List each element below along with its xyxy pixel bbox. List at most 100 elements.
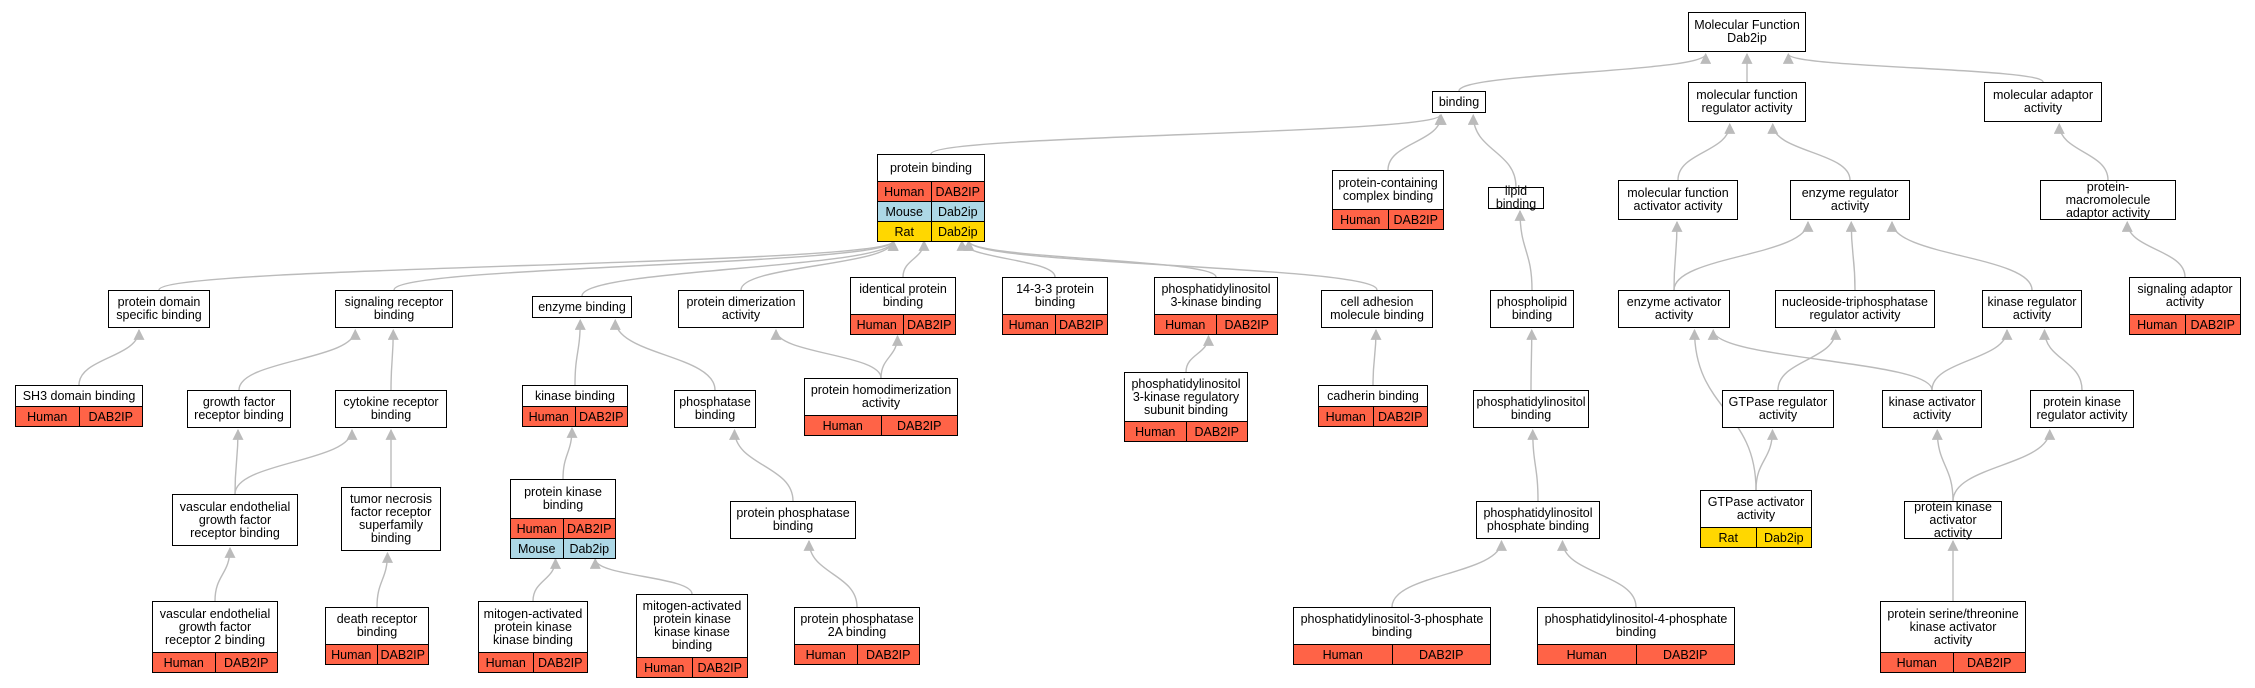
gene-label: DAB2IP <box>1952 653 2026 672</box>
organism-label: Human <box>1322 647 1363 662</box>
edge-cadbind-to-cadh <box>1370 328 1382 386</box>
edge-enzbind-to-protbind <box>581 239 899 297</box>
go-term-pipbind: phosphatidylinositol phosphate binding <box>1476 501 1600 539</box>
go-term-label: enzyme binding <box>538 299 626 314</box>
edge-mfact-to-mfreg <box>1677 122 1736 181</box>
go-term-pi3p: phosphatidylinositol-3-phosphate binding… <box>1293 607 1491 665</box>
go-term-label: identical protein binding <box>859 282 947 309</box>
gene-label: Dab2ip <box>562 539 616 558</box>
edge-dimer-to-protbind <box>740 239 899 291</box>
organism-label: Human <box>1340 212 1381 227</box>
organism-label: Human <box>331 647 372 662</box>
organism-label: Human <box>822 418 863 433</box>
edge-kinact-to-kinreg <box>1931 328 2013 391</box>
go-term-gfr: growth factor receptor binding <box>187 390 291 428</box>
go-term-label: mitogen-activated protein kinase kinase … <box>483 606 583 647</box>
go-term-label: vascular endothelial growth factor recep… <box>179 499 291 540</box>
gene-label: DAB2IP <box>1185 422 1248 441</box>
go-term-label: cadherin binding <box>1327 388 1419 403</box>
gene-label: DAB2IP <box>691 658 748 677</box>
go-term-label: protein kinase binding <box>524 485 602 512</box>
organism-label: Human <box>163 655 204 670</box>
organism-label: Mouse <box>517 541 556 556</box>
go-term-label: GTPase regulator activity <box>1728 395 1828 422</box>
go-term-label: protein kinase regulator activity <box>2036 395 2128 422</box>
edge-enzact-to-mfact <box>1671 220 1683 291</box>
go-term-label: phosphatidylinositol phosphate binding <box>1483 506 1593 533</box>
edge-pkact-to-kinact <box>1931 428 1954 502</box>
edge-pkbind-to-kinbind <box>562 426 578 480</box>
go-term-adaptor: molecular adaptor activity <box>1984 82 2102 122</box>
go-term-label: Molecular Function Dab2ip <box>1694 18 1800 45</box>
organism-label: Human <box>2137 317 2178 332</box>
organism-label: Human <box>1165 317 1206 332</box>
go-term-phosbind: phosphatase binding <box>674 390 756 428</box>
go-term-label: protein binding <box>889 160 972 175</box>
go-term-label: protein kinase activator activity <box>1914 499 1992 540</box>
go-term-label: phosphatidylinositol 3-kinase binding <box>1161 282 1271 309</box>
go-term-cadh: cell adhesion molecule binding <box>1321 290 1433 328</box>
go-term-protmacro: protein-macromolecule adaptor activity <box>2040 180 2176 220</box>
organism-label: Human <box>1566 647 1607 662</box>
edge-gfr-to-sigrec <box>238 328 361 391</box>
gene-label: DAB2IP <box>1215 315 1278 334</box>
gene-label: DAB2IP <box>880 416 958 435</box>
organism-label: Human <box>516 521 557 536</box>
gene-label: DAB2IP <box>376 645 429 664</box>
organism-label: Human <box>856 317 897 332</box>
go-term-pi4p: phosphatidylinositol-4-phosphate binding… <box>1537 607 1735 665</box>
edge-homodimer-to-dimer <box>770 328 882 379</box>
go-term-label: protein-containing complex binding <box>1338 176 1438 203</box>
edge-phosbind-to-enzbind <box>609 318 716 391</box>
organism-label: Mouse <box>885 204 924 219</box>
go-term-label: vascular endothelial growth factor recep… <box>159 606 271 647</box>
annotation-row-human: Human DAB2IP <box>153 652 277 672</box>
annotation-row-human: Human DAB2IP <box>326 644 428 664</box>
gene-label: DAB2IP <box>930 182 985 201</box>
go-term-label: phosphatase binding <box>679 395 751 422</box>
annotation-row-human: Human DAB2IP <box>795 644 919 664</box>
go-term-phospholipid: phospholipid binding <box>1490 290 1574 328</box>
go-term-kinact: kinase activator activity <box>1882 390 1982 428</box>
edge-complex-to-binding <box>1387 113 1447 171</box>
gene-label: DAB2IP <box>1635 645 1735 664</box>
gene-label: DAB2IP <box>214 653 278 672</box>
gene-label: DAB2IP <box>1387 210 1444 229</box>
edge-enzreg-to-mfreg <box>1767 122 1851 181</box>
go-term-mfact: molecular function activator activity <box>1618 180 1738 220</box>
edge-pi4p-to-pipbind <box>1557 539 1637 608</box>
edge-homodimer-to-identical <box>880 334 903 379</box>
annotation-row-human: Human DAB2IP <box>1333 209 1443 229</box>
gene-label: DAB2IP <box>856 645 920 664</box>
go-term-label: 14-3-3 protein binding <box>1016 282 1094 309</box>
go-term-label: molecular function activator activity <box>1627 186 1729 213</box>
organism-label: Human <box>1008 317 1049 332</box>
edge-phospholipid-to-lipid <box>1514 209 1533 291</box>
go-term-label: enzyme regulator activity <box>1801 186 1899 213</box>
organism-label: Human <box>1325 409 1366 424</box>
organism-label: Human <box>805 647 846 662</box>
go-term-pibind: phosphatidylinositol binding <box>1473 390 1589 428</box>
organism-label: Human <box>884 184 925 199</box>
go-term-sigrec: signaling receptor binding <box>335 290 453 328</box>
go-term-stkact: protein serine/threonine kinase activato… <box>1880 601 2026 673</box>
go-term-label: signaling receptor binding <box>344 295 444 322</box>
go-term-label: binding <box>1438 94 1480 109</box>
go-term-label: kinase activator activity <box>1888 395 1976 422</box>
organism-label: Rat <box>1718 530 1738 545</box>
gene-label: Dab2ip <box>930 202 985 221</box>
go-term-mf: Molecular Function Dab2ip <box>1688 12 1806 52</box>
gene-label: DAB2IP <box>1372 407 1428 426</box>
go-term-label: cell adhesion molecule binding <box>1330 295 1424 322</box>
edge-ntpase-to-enzreg <box>1845 220 1857 291</box>
go-term-label: protein serine/threonine kinase activato… <box>1887 606 2019 647</box>
